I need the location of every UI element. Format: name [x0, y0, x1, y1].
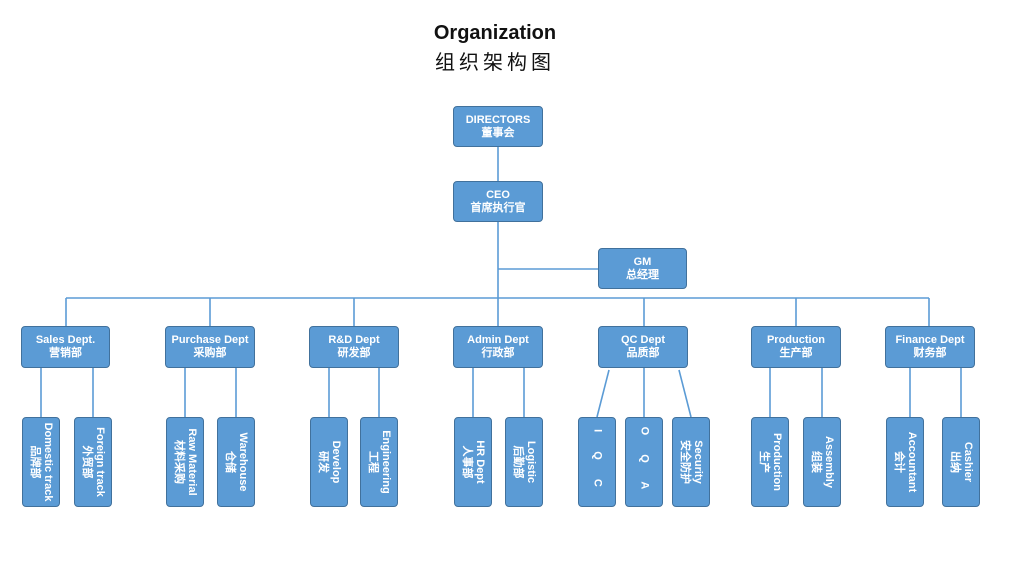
connector-security [678, 369, 692, 418]
department-label: Sales Dept. [35, 334, 96, 346]
gm-label-cn: 总经理 [626, 268, 659, 281]
department-label-cn: 营销部 [49, 347, 82, 359]
unit-label: Accountant [906, 431, 918, 493]
department-box-rd: R&D Dept 研发部 [309, 326, 399, 368]
unit-label: O Q A [638, 426, 651, 498]
unit-label-cn: 安全防护 [679, 440, 691, 484]
unit-label: Domestic track [42, 422, 54, 502]
department-label: R&D Dept [328, 334, 380, 346]
department-label-cn: 生产部 [779, 347, 813, 359]
department-label-cn: 采购部 [193, 347, 227, 359]
department-box-sales: Sales Dept. 营销部 [21, 326, 110, 368]
ceo-label-cn: 首席执行官 [470, 201, 526, 214]
department-label-cn: 财务部 [913, 347, 947, 359]
unit-label: Security [692, 440, 704, 484]
department-label-cn: 行政部 [481, 347, 515, 359]
department-label-cn: 研发部 [337, 347, 371, 359]
directors-label: DIRECTORS [465, 113, 531, 126]
unit-label-cn: 后勤部 [512, 445, 524, 479]
department-label: Purchase Dept [171, 334, 249, 346]
gm-label: GM [633, 255, 652, 268]
unit-label-cn: 仓储 [224, 450, 236, 473]
unit-box-iqc: I Q C [578, 417, 616, 507]
connector-iqc [596, 369, 610, 418]
unit-label-cn: 工程 [367, 451, 379, 473]
department-box-purchase: Purchase Dept 采购部 [165, 326, 255, 368]
unit-box-oqa: O Q A [625, 417, 663, 507]
department-label: Admin Dept [467, 334, 529, 346]
chart-title-chinese: 组织架构图 [435, 50, 555, 74]
unit-label-cn: 研发 [317, 450, 329, 473]
unit-label: Develop [330, 440, 342, 484]
department-box-finance: Finance Dept 财务部 [885, 326, 975, 368]
unit-label: Warehouse [237, 432, 249, 492]
gm-box: GM 总经理 [598, 248, 687, 289]
department-label: QC Dept [621, 334, 665, 346]
department-label-cn: 品质部 [626, 347, 660, 359]
unit-label-cn: 人事部 [461, 445, 473, 479]
unit-label: Foreign track [94, 427, 106, 497]
unit-label-cn: 品牌部 [29, 445, 41, 479]
department-label: Finance Dept [895, 334, 965, 346]
unit-label: Production [771, 432, 783, 492]
chart-title: Organization [433, 22, 557, 44]
unit-label: Assembly [823, 436, 835, 488]
unit-label-cn: 会计 [893, 451, 905, 473]
unit-label: Engineering [380, 430, 392, 494]
department-box-qc: QC Dept 品质部 [598, 326, 688, 368]
directors-box: DIRECTORS 董事会 [453, 106, 543, 147]
ceo-box: CEO 首席执行官 [453, 181, 543, 222]
unit-label: Raw Material [186, 428, 198, 496]
unit-label: Logistic [525, 440, 537, 484]
department-box-admin: Admin Dept 行政部 [453, 326, 543, 368]
department-label: Production [766, 334, 826, 346]
unit-label-cn: 材料采购 [173, 440, 185, 484]
unit-label: I Q C [591, 429, 604, 495]
unit-label: HR Dept [474, 440, 486, 484]
unit-label: Cashier [962, 441, 974, 483]
unit-label-cn: 外贸部 [81, 445, 93, 479]
department-box-production: Production 生产部 [751, 326, 841, 368]
directors-label-cn: 董事会 [481, 126, 515, 139]
unit-label-cn: 组装 [810, 450, 822, 473]
ceo-label: CEO [486, 188, 510, 201]
unit-label-cn: 出纳 [949, 450, 961, 473]
unit-label-cn: 生产 [758, 451, 770, 473]
